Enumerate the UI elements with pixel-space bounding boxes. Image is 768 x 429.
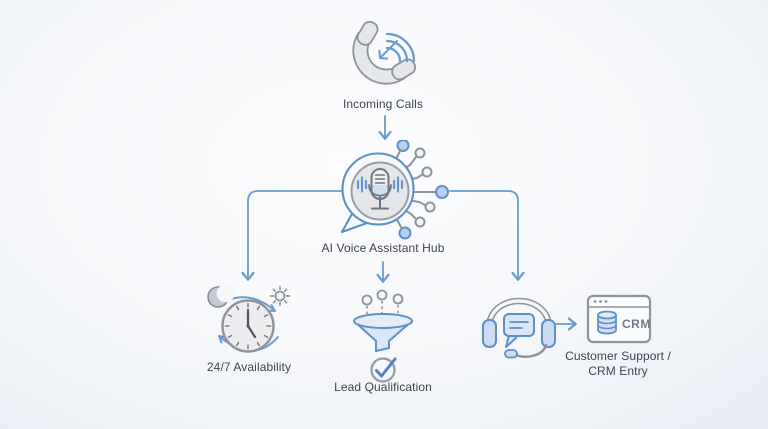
ear-cup-right	[541, 319, 556, 348]
clock-face	[221, 299, 275, 353]
funnel-check-icon	[353, 289, 413, 383]
ear-cup-left	[482, 319, 497, 348]
voice-assistant-hub-icon	[340, 140, 449, 240]
network-nodes	[396, 140, 449, 240]
sound-wave-bars	[356, 176, 404, 193]
incoming-arrow	[378, 40, 398, 60]
edge-hub-to-support	[449, 190, 525, 281]
microphone-icon	[368, 168, 392, 210]
mic-boom	[504, 343, 548, 359]
availability-label: 24/7 Availability	[206, 360, 292, 374]
customer-support-label: Customer Support / CRM Entry	[518, 349, 718, 379]
moon-icon	[207, 284, 235, 308]
phone-incoming-icon	[352, 20, 417, 85]
lead-qualification-label: Lead Qualification	[334, 380, 432, 394]
headset-band	[485, 297, 553, 329]
headset-chat-icon	[482, 297, 556, 359]
sun-icon	[269, 285, 291, 307]
hub-label: AI Voice Assistant Hub	[321, 241, 445, 255]
crm-window-label: CRM	[622, 317, 651, 331]
lead-drops	[361, 289, 404, 315]
customer-support-label-line1: Customer Support /	[565, 349, 671, 363]
check-icon	[370, 357, 397, 383]
customer-support-label-line2: CRM Entry	[588, 364, 648, 378]
funnel	[353, 313, 413, 352]
chat-bubble	[503, 313, 535, 348]
database-icon	[597, 310, 617, 335]
browser-database-icon: CRM	[586, 294, 652, 344]
clock-day-night-icon	[207, 284, 291, 353]
edge-hub-to-availability	[241, 190, 343, 281]
browser-dots	[593, 300, 608, 303]
incoming-calls-label: Incoming Calls	[342, 97, 424, 111]
phone-handset	[352, 20, 417, 85]
